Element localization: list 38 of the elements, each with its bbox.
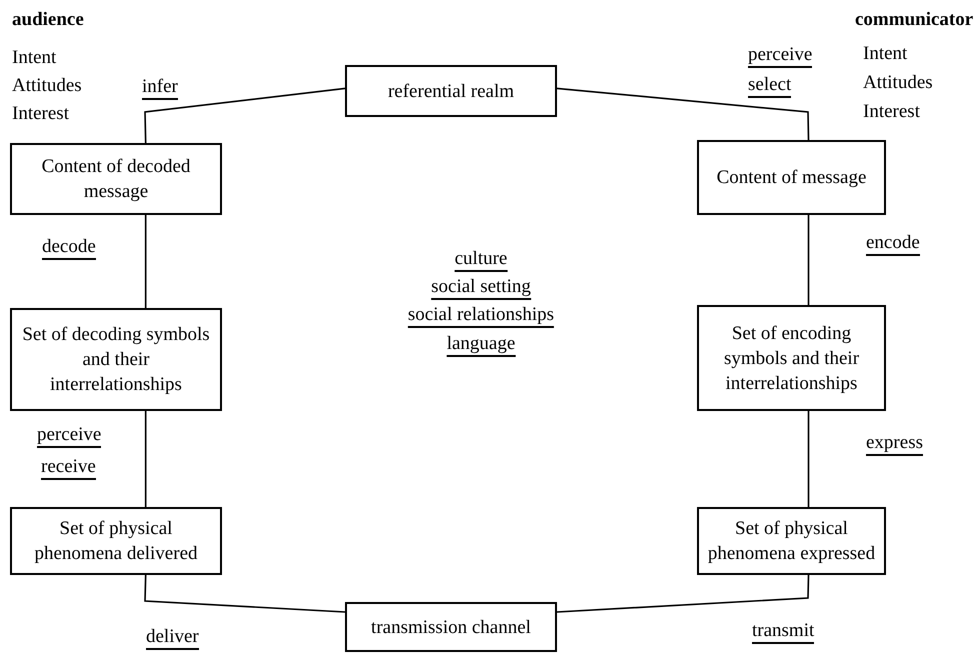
connector-line [556, 574, 810, 613]
connector-line [144, 88, 346, 144]
role-heading: audience [12, 8, 84, 32]
process-label: receive [41, 456, 96, 480]
process-box: transmission channel [345, 602, 557, 652]
connector-line [144, 215, 146, 308]
note-text: Attitudes [12, 74, 82, 98]
note-text: Attitudes [863, 71, 933, 95]
note-text: Interest [12, 102, 69, 126]
connector-line [808, 411, 810, 507]
process-label: encode [866, 232, 920, 256]
connector-line [808, 215, 810, 305]
process-box: Set of physical phenomena delivered [10, 507, 222, 575]
note-text: Intent [12, 46, 56, 70]
process-box: referential realm [345, 65, 557, 117]
process-label: language [446, 333, 516, 357]
process-label: perceive [37, 424, 102, 448]
process-label: culture [454, 248, 508, 272]
process-label: express [866, 432, 923, 456]
process-label: select [748, 74, 792, 98]
connector-line [144, 411, 146, 507]
note-text: Interest [863, 100, 920, 124]
note-text: Intent [863, 42, 908, 66]
process-label: social setting [431, 276, 531, 300]
connector-line [144, 574, 346, 613]
role-heading: communicator [855, 8, 974, 32]
connector-line [556, 88, 810, 140]
process-box: Set of physical phenomena expressed [697, 507, 886, 575]
process-label: social relationships [408, 304, 554, 328]
process-label: transmit [752, 620, 814, 644]
process-box: Set of decoding symbols and their interrelationships [10, 308, 222, 411]
process-label: perceive [748, 44, 812, 68]
process-box: Set of encoding symbols and their interrelationships [697, 305, 886, 411]
process-box: Content of decoded message [10, 143, 222, 215]
process-box: Content of message [697, 140, 886, 215]
process-label: infer [142, 76, 178, 100]
process-label: deliver [146, 626, 199, 650]
process-label: decode [42, 236, 96, 260]
